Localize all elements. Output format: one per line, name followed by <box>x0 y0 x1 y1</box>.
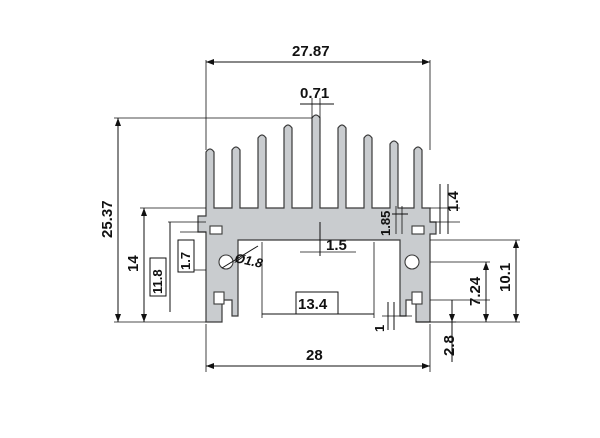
dim-bottom-offset: 2.8 <box>416 300 458 362</box>
label-slot-gap: 1.7 <box>178 252 193 270</box>
dim-base-thickness: 1.5 <box>300 222 356 256</box>
label-overall-height: 25.37 <box>99 200 116 238</box>
label-base-thickness: 1.5 <box>326 237 347 254</box>
dim-hole-diameter: Ø1.8 <box>221 245 265 271</box>
label-hole-diameter: Ø1.8 <box>233 250 264 271</box>
dim-overall-height: 25.37 <box>99 118 121 322</box>
heatsink-profile <box>197 114 437 323</box>
dim-base-height: 14 <box>125 208 147 322</box>
right-slot <box>411 225 425 235</box>
dim-fin-root: 1.4 <box>430 184 462 234</box>
dim-right-height: 10.1 <box>497 240 519 322</box>
dim-fin-thickness: 0.71 <box>300 85 334 118</box>
dim-inner-height: 11.8 <box>149 221 206 312</box>
right-bottom-notch <box>411 291 423 305</box>
label-small-step: 1.85 <box>378 211 393 236</box>
label-bottom-width: 28 <box>306 347 323 364</box>
dim-right-mid-height: 7.24 <box>467 262 489 322</box>
label-bottom-lip: 1 <box>372 325 387 332</box>
label-bottom-offset: 2.8 <box>441 335 458 356</box>
dim-bottom-lip: 1 <box>372 302 412 332</box>
label-base-height: 14 <box>125 255 142 272</box>
label-fin-thickness: 0.71 <box>300 85 329 102</box>
left-slot <box>209 225 223 235</box>
left-screw-hole <box>218 254 234 270</box>
dim-top-width: 27.87 <box>206 43 430 65</box>
dim-small-step: 1.85 <box>378 206 408 236</box>
dim-slot-gap: 1.7 <box>177 231 206 273</box>
dim-cavity-width: 13.4 <box>261 242 375 318</box>
left-bottom-notch <box>213 291 225 305</box>
label-right-mid-height: 7.24 <box>467 276 484 306</box>
label-top-width: 27.87 <box>292 43 330 60</box>
label-cavity-width: 13.4 <box>298 296 328 313</box>
dim-bottom-width: 28 <box>206 347 430 369</box>
label-right-height: 10.1 <box>497 263 514 292</box>
right-screw-hole <box>404 254 420 270</box>
label-inner-height: 11.8 <box>150 269 165 294</box>
label-fin-root: 1.4 <box>445 190 462 212</box>
